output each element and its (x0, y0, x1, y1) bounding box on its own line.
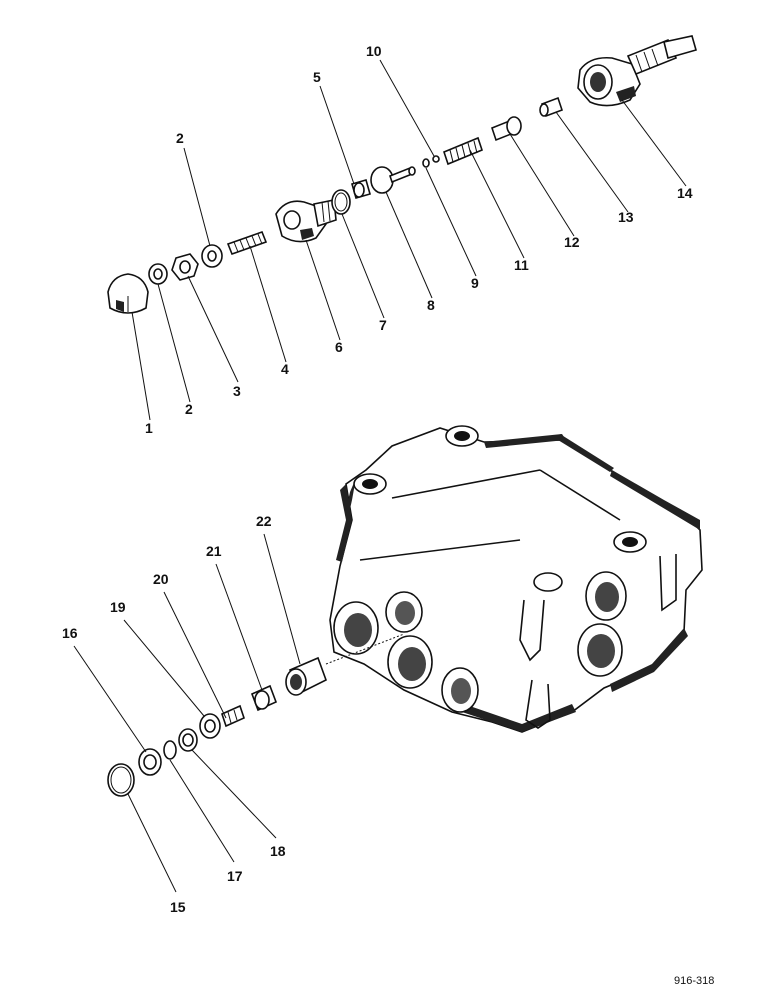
callout-9: 9 (471, 275, 479, 291)
part-11-spring (443, 136, 483, 166)
part-9-ring (422, 158, 430, 168)
upper-leader-lines (131, 59, 687, 421)
part-12-guide (491, 116, 522, 142)
part-20-spring (221, 704, 245, 728)
callout-19: 19 (110, 599, 126, 615)
part-17-o-ring (163, 740, 177, 760)
callout-20: 20 (153, 571, 169, 587)
part-5-sleeve (351, 179, 371, 199)
part-22-sleeve (285, 656, 327, 696)
callout-11: 11 (514, 257, 529, 273)
callout-18: 18 (270, 843, 286, 859)
callout-14: 14 (677, 185, 693, 201)
centerline (325, 633, 405, 665)
part-8-poppet (370, 166, 416, 194)
callout-12: 12 (564, 234, 580, 250)
part-1-cap-nut (107, 273, 149, 314)
part-2-washer-upper (201, 244, 223, 268)
callout-7: 7 (379, 317, 387, 333)
callout-21: 21 (206, 543, 222, 559)
part-15-o-ring (107, 763, 135, 797)
part-6-plug (275, 199, 337, 243)
callout-labels: 1 2 2 3 4 5 6 7 8 9 10 11 12 13 14 15 16… (62, 43, 693, 915)
callout-16: 16 (62, 625, 78, 641)
callout-5: 5 (313, 69, 321, 85)
part-18-backup-ring (178, 728, 198, 752)
part-3-nut (171, 253, 199, 281)
part-14-housing (577, 35, 697, 107)
lower-leader-lines (73, 533, 301, 893)
callout-8: 8 (427, 297, 435, 313)
part-10-ball (432, 155, 440, 163)
part-16-washer (138, 748, 162, 776)
part-4-adjusting-screw (226, 230, 268, 256)
callout-2-lower: 2 (185, 401, 193, 417)
callout-4: 4 (281, 361, 289, 377)
callout-17: 17 (227, 868, 243, 884)
callout-22: 22 (256, 513, 272, 529)
part-7-o-ring (331, 189, 351, 215)
part-2-washer (148, 263, 168, 285)
valve-body (329, 425, 703, 733)
figure-reference: 916-318 (674, 975, 714, 987)
callout-3: 3 (233, 383, 241, 399)
callout-6: 6 (335, 339, 343, 355)
part-21-poppet (250, 684, 278, 712)
callout-13: 13 (618, 209, 634, 225)
part-19-retainer (199, 713, 221, 739)
callout-2-upper: 2 (176, 130, 184, 146)
callout-15: 15 (170, 899, 186, 915)
part-13-seat (539, 96, 564, 118)
callout-10: 10 (366, 43, 382, 59)
callout-1: 1 (145, 420, 153, 436)
